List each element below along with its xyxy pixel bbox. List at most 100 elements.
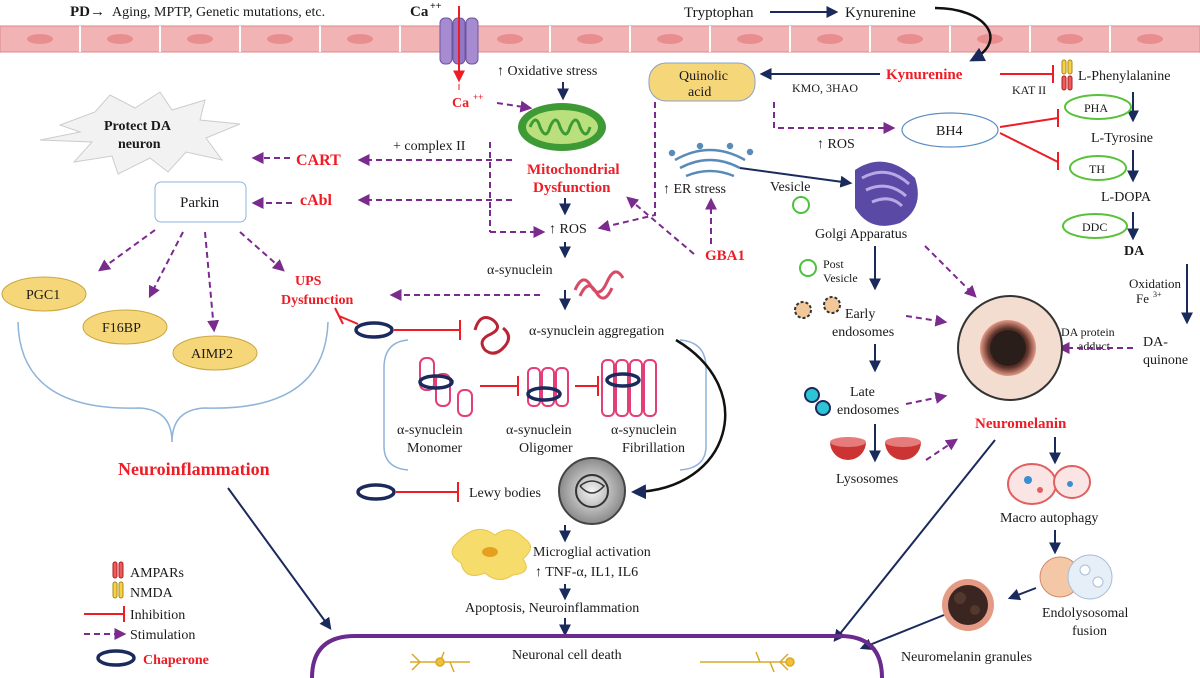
aggregation-label: α-synuclein aggregation bbox=[529, 324, 664, 339]
kat-label: KAT II bbox=[1012, 83, 1046, 97]
th-label: TH bbox=[1089, 162, 1105, 176]
quinolic-line2: acid bbox=[688, 85, 711, 100]
microglia-label: Microglial activation bbox=[533, 545, 651, 560]
gba1-label: GBA1 bbox=[705, 248, 745, 264]
asyn-label: α-synuclein bbox=[487, 263, 553, 278]
arrow-neuroinfl-death bbox=[227, 487, 332, 630]
pd-causes: Aging, MPTP, Genetic mutations, etc. bbox=[112, 5, 325, 20]
adduct-line2: adduct bbox=[1078, 339, 1111, 353]
cart-label: CART bbox=[296, 152, 341, 169]
lysosome-icon bbox=[830, 437, 921, 460]
inner-box-right bbox=[679, 339, 707, 471]
arrow-golgi-neuromelanin bbox=[924, 245, 977, 298]
quinolic-line1: Quinolic bbox=[679, 69, 728, 84]
ca-top-label: Ca bbox=[410, 4, 429, 20]
oligomer-line1: α-synuclein bbox=[506, 423, 572, 438]
legend-inhibition: Inhibition bbox=[130, 608, 185, 623]
arrow-granules-death bbox=[859, 614, 945, 650]
arrow-gba1-mito bbox=[626, 196, 695, 255]
arrow-lyso-neuromelanin bbox=[925, 438, 958, 461]
oxidation-label: Oxidation bbox=[1129, 276, 1181, 291]
late-line1: Late bbox=[850, 385, 875, 400]
endo-line2: fusion bbox=[1072, 624, 1107, 639]
asyn-helix-icon bbox=[573, 270, 625, 300]
arrow-quinolic-ros bbox=[597, 102, 656, 232]
nmda-icon bbox=[112, 581, 124, 599]
aggregate-icon bbox=[473, 316, 510, 355]
calcium-channel-icon bbox=[439, 6, 479, 83]
ros-upper-label: ↑ ROS bbox=[817, 137, 855, 152]
aimp2-label: AIMP2 bbox=[191, 347, 233, 362]
golgi-label: Golgi Apparatus bbox=[815, 227, 907, 242]
macro-autophagy-icon bbox=[1007, 463, 1091, 505]
early-endosome-icon bbox=[794, 296, 841, 319]
f16bp-label: F16BP bbox=[102, 321, 141, 336]
cell-membrane bbox=[0, 25, 1200, 53]
kmo-label: KMO, 3HAO bbox=[792, 81, 858, 95]
ca-top-sup: ++ bbox=[430, 1, 442, 12]
chaperone-icon-oligomer bbox=[526, 386, 562, 402]
th-ellipse bbox=[1069, 155, 1127, 181]
neuron-membrane bbox=[310, 634, 884, 678]
mito-dysfunction-line1: Mitochondrial bbox=[527, 162, 620, 178]
fe-sup: 3+ bbox=[1153, 290, 1162, 299]
fibril-icon bbox=[601, 359, 657, 417]
left-brace bbox=[17, 321, 329, 443]
monomer-line2: Monomer bbox=[407, 441, 463, 456]
lysosomes-label: Lysosomes bbox=[836, 472, 898, 487]
ddc-ellipse bbox=[1062, 213, 1128, 239]
pd-label: PD→ bbox=[70, 4, 105, 20]
legend-chaperone: Chaperone bbox=[143, 653, 209, 668]
chaperone-legend-icon bbox=[96, 649, 136, 667]
fibril-line1: α-synuclein bbox=[611, 423, 677, 438]
quinone-line2: quinone bbox=[1143, 353, 1188, 368]
ups-line1: UPS bbox=[295, 274, 322, 289]
bh4-label: BH4 bbox=[936, 124, 962, 139]
neuromelanin-granules-icon bbox=[942, 579, 994, 631]
arrow-ca-mito bbox=[496, 100, 533, 113]
chaperone-icon-lewy bbox=[356, 483, 396, 501]
ca-label: Ca bbox=[452, 96, 469, 111]
pha-label: PHA bbox=[1084, 101, 1108, 115]
endo-line1: Endolysosomal bbox=[1042, 606, 1128, 621]
oxidative-stress-label: ↑ Oxidative stress bbox=[497, 64, 597, 79]
bh4-inhibitions bbox=[999, 109, 1059, 170]
post-line1: Post bbox=[823, 257, 844, 271]
arrow-aggregation-lewy bbox=[631, 338, 727, 500]
parkin-label: Parkin bbox=[180, 195, 220, 211]
arrow-endo-granules bbox=[1007, 587, 1037, 601]
fe-label: Fe bbox=[1136, 291, 1149, 306]
protect-line2: neuron bbox=[118, 137, 161, 152]
protect-neuron-starburst bbox=[39, 91, 241, 175]
ampar-icon bbox=[112, 561, 124, 579]
neuromelanin-cell-icon bbox=[957, 295, 1063, 401]
granules-label: Neuromelanin granules bbox=[901, 650, 1032, 665]
mitochondrion-icon bbox=[518, 103, 606, 151]
arrow-late-neuromelanin bbox=[905, 392, 948, 405]
ltyr-label: L-Tyrosine bbox=[1091, 131, 1153, 146]
ros-center-label: ↑ ROS bbox=[549, 222, 587, 237]
ca-sup: ++ bbox=[473, 92, 483, 102]
kynurenine-label: Kynurenine bbox=[886, 67, 963, 83]
chaperone-icon-monomer bbox=[418, 374, 454, 390]
er-stress-label: ↑ ER stress bbox=[663, 182, 726, 197]
golgi-icon bbox=[855, 161, 918, 226]
legend-nmda: NMDA bbox=[130, 586, 174, 601]
neuron-icon bbox=[410, 651, 795, 673]
early-line2: endosomes bbox=[832, 325, 894, 340]
parkin-box bbox=[154, 181, 247, 223]
da-label: DA bbox=[1124, 244, 1145, 259]
nmda-ampar-receptor-icon bbox=[1061, 59, 1073, 91]
neuroinflammation-label: Neuroinflammation bbox=[118, 459, 270, 479]
legend-ampars: AMPARs bbox=[130, 566, 184, 581]
chaperone-icon-1 bbox=[354, 321, 394, 339]
early-line1: Early bbox=[845, 307, 875, 322]
ldopa-label: L-DOPA bbox=[1101, 190, 1152, 205]
lphe-label: L-Phenylalanine bbox=[1078, 69, 1171, 84]
cytokines-label: ↑ TNF-α, IL1, IL6 bbox=[535, 565, 638, 580]
late-line2: endosomes bbox=[837, 403, 899, 418]
pgc1-ellipse bbox=[1, 276, 87, 312]
protect-line1: Protect DA bbox=[104, 119, 172, 134]
complex2-label: + complex II bbox=[393, 139, 466, 154]
late-endosome-icon bbox=[804, 387, 831, 416]
